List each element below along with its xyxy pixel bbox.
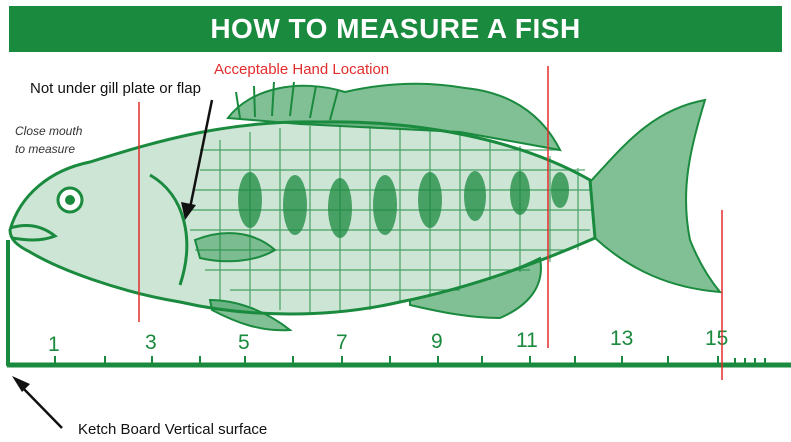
tail-fin xyxy=(590,100,720,292)
ruler-number-13: 13 xyxy=(610,327,633,350)
ruler-number-3: 3 xyxy=(145,331,157,354)
ruler-number-11: 11 xyxy=(516,329,538,352)
fish-illustration xyxy=(10,82,720,330)
ruler-number-9: 9 xyxy=(431,330,443,353)
ruler-number-1: 1 xyxy=(48,333,60,356)
board-arrow-head xyxy=(12,376,30,392)
ruler-number-7: 7 xyxy=(336,331,348,354)
board-arrow-line xyxy=(20,385,62,428)
ruler-number-5: 5 xyxy=(238,331,250,354)
ruler-numbers: 1 3 5 7 9 11 13 15 xyxy=(48,327,728,356)
ruler-number-15: 15 xyxy=(705,327,728,350)
